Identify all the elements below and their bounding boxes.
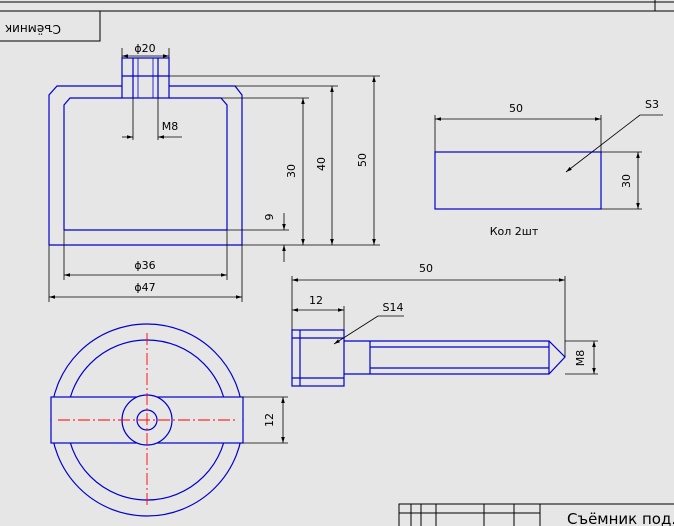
puller-top-view: 12 (50, 323, 288, 517)
plate-dimensions (434, 114, 663, 210)
stamp-text: Съёмник под. зена (0, 22, 61, 36)
plate-outline (434, 151, 602, 210)
stamp-box: Съёмник под. зена (0, 10, 101, 42)
circle-dim-12: 12 (263, 413, 276, 427)
puller-body-front-view: ϕ20 M8 ϕ36 ϕ47 9 30 40 50 (48, 42, 380, 302)
plate-view: 50 S3 30 Кол 2шт (434, 98, 663, 238)
dim-d47: ϕ47 (134, 281, 155, 294)
dim-h30: 30 (285, 164, 298, 178)
dim-d36: ϕ36 (134, 259, 155, 272)
plate-quantity-note: Кол 2шт (490, 225, 539, 238)
top-view-dimensions (243, 396, 288, 444)
dim-m8-top: M8 (162, 120, 179, 133)
plate-dim-50: 50 (509, 102, 523, 115)
bolt-view: 50 12 S14 M8 (291, 262, 598, 387)
plate-dim-30: 30 (620, 174, 633, 188)
plate-dim-s3: S3 (645, 98, 659, 111)
title-block (398, 503, 674, 526)
bolt-dim-s14: S14 (383, 301, 404, 314)
bolt-dim-50: 50 (419, 262, 433, 275)
centerlines (58, 333, 236, 508)
dim-h40: 40 (315, 157, 328, 171)
bolt-dim-12: 12 (309, 294, 323, 307)
dim-d20: ϕ20 (134, 42, 155, 55)
dim-h9: 9 (263, 214, 276, 221)
bolt-dim-m8: M8 (574, 350, 587, 367)
sheet-frame (0, 0, 674, 12)
dim-h50: 50 (356, 153, 369, 167)
body-outline (48, 57, 243, 246)
bolt-outline (291, 329, 566, 387)
body-dimensions (48, 48, 380, 302)
bolt-dimensions (291, 276, 598, 375)
footer-title: Съёмник под. з (567, 510, 674, 526)
